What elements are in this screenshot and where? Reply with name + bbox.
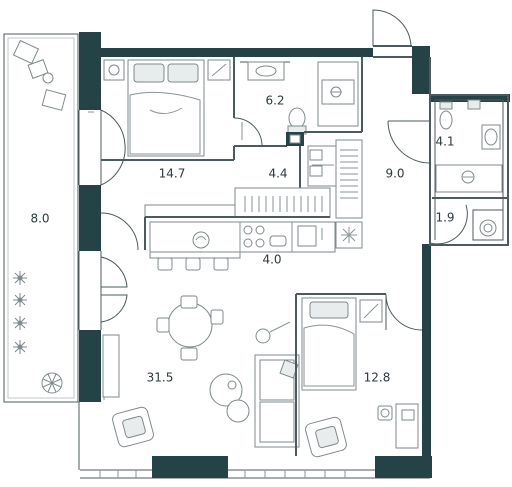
dining-table-icon [156,295,224,361]
interior-walls [373,56,431,94]
area-label-bedroom-2: 12.8 [364,371,391,385]
area-label-bathroom-2: 4.1 [435,135,454,149]
balcony-chair-icon [12,39,67,111]
bottom-windows [99,470,346,478]
kitchen [149,221,336,271]
entrance-door [372,9,412,47]
area-label-bedroom-1: 14.7 [159,167,186,181]
bedroom-1 [88,59,234,186]
hall-closet [299,139,363,249]
room-labels: 8.0 14.7 6.2 4.4 9.0 4.1 1.9 4.0 31.5 12… [30,94,454,385]
wardrobe-row [144,187,331,250]
area-label-hall-closet: 4.4 [268,167,287,181]
stove-icon [243,225,287,248]
area-label-balcony: 8.0 [30,212,49,226]
bathroom-1 [233,57,363,160]
area-label-entry-hall: 9.0 [385,167,404,181]
bedroom-2 [295,293,423,456]
area-label-bathroom-1: 6.2 [265,94,284,108]
bed-icon [127,59,205,157]
area-label-kitchen: 4.0 [262,253,281,267]
plant-icon [13,271,63,394]
outer-walls [78,32,510,479]
living-room [100,212,347,458]
sofa-icon [254,354,300,448]
area-label-storage: 1.9 [435,211,454,225]
balcony [3,33,79,403]
storage [429,204,504,245]
area-label-living-room: 31.5 [147,371,174,385]
